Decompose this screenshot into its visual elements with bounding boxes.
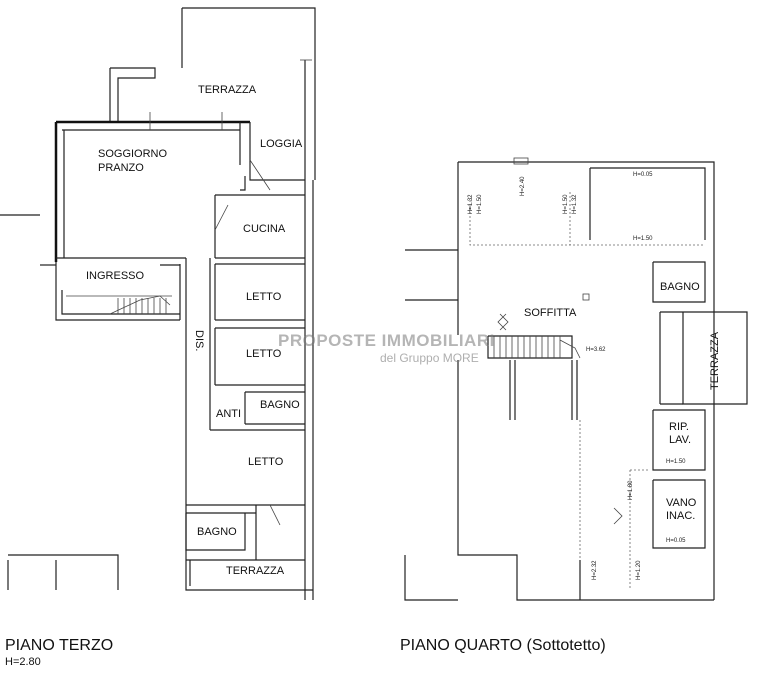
height-annotation: H=2.40 — [520, 176, 526, 196]
floor3-title: PIANO TERZO — [5, 637, 114, 654]
room-label-soggiorno: SOGGIORNO — [98, 148, 168, 160]
room-label-letto-3: LETTO — [248, 456, 284, 468]
room-label-vano: VANO — [666, 497, 697, 509]
height-annotation: H=1.50 — [633, 236, 653, 242]
room-label-anti: ANTI — [216, 408, 242, 420]
room-label-dis: DIS. — [193, 330, 205, 352]
watermark-subtitle: del Gruppo MORE — [380, 351, 479, 365]
room-label-lav: LAV. — [669, 434, 692, 446]
height-annotation: H=3.62 — [586, 347, 606, 353]
height-annotation: H=0.05 — [633, 172, 653, 178]
height-annotation: H=0.05 — [666, 538, 686, 544]
room-label-bagno-1: BAGNO — [260, 399, 300, 411]
room-label-cucina: CUCINA — [243, 223, 286, 235]
height-annotation: H=1.50 — [477, 194, 483, 214]
room-label-soffitta: SOFFITTA — [524, 307, 577, 319]
height-annotation: H=1.50 — [666, 459, 686, 465]
room-label-pranzo: PRANZO — [98, 162, 144, 174]
room-label-bagno-2: BAGNO — [197, 526, 237, 538]
floor3-height: H=2.80 — [5, 656, 41, 668]
room-label-rip: RIP. — [669, 421, 689, 433]
room-label-ingresso: INGRESSO — [86, 270, 145, 282]
floor4-walls — [404, 157, 748, 601]
height-annotation: H=1.80 — [628, 480, 634, 500]
height-annotation: H=1.50 — [563, 194, 569, 214]
room-label-letto-1: LETTO — [246, 291, 282, 303]
height-annotation: H=1.20 — [636, 560, 642, 580]
height-annotation: H=1.32 — [572, 194, 578, 214]
floor3-walls — [0, 7, 316, 600]
room-label-terrazza-bottom: TERRAZZA — [226, 565, 285, 577]
height-annotation: H=2.32 — [592, 560, 598, 580]
room-label-bagno-f4: BAGNO — [660, 281, 700, 293]
room-label-inac: INAC. — [666, 510, 696, 522]
room-label-letto-2: LETTO — [246, 348, 282, 360]
floor4-title: PIANO QUARTO (Sottotetto) — [400, 637, 606, 654]
height-annotation: H=1.32 — [468, 194, 474, 214]
room-label-terrazza-f4: TERRAZZA — [709, 331, 721, 390]
watermark-brand: PROPOSTE IMMOBILIARI — [278, 331, 495, 350]
room-label-loggia: LOGGIA — [260, 138, 303, 150]
room-label-terrazza-top: TERRAZZA — [198, 84, 257, 96]
